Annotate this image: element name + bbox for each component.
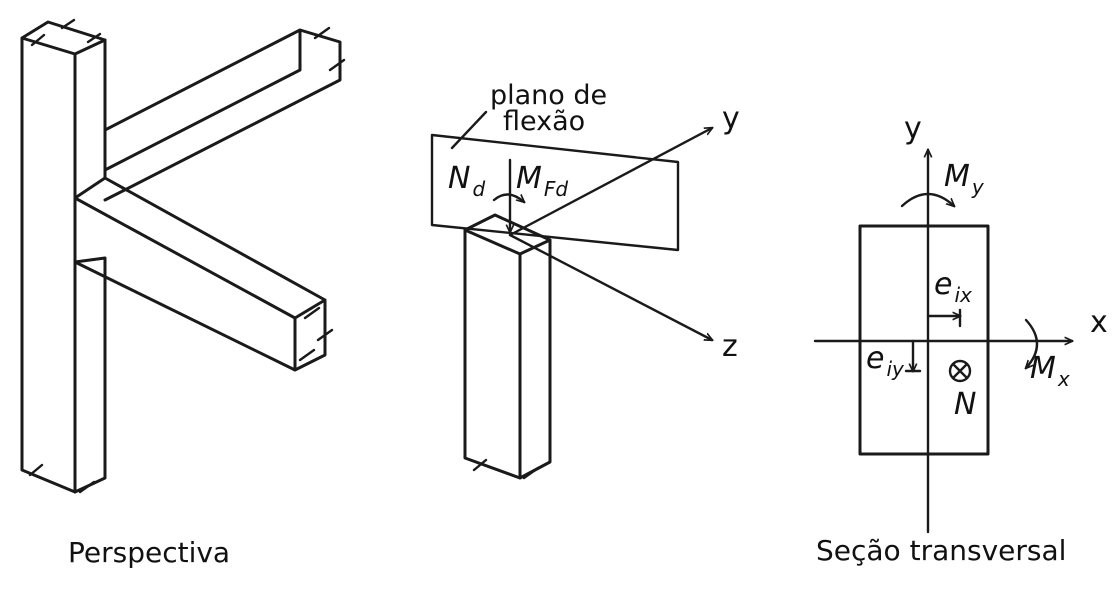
section-axis-y-label: y [904,111,922,146]
section-caption: Seção transversal [816,534,1066,567]
moment-y-curl [900,192,954,206]
plane-label-line1: plano de [490,80,607,111]
section-axis-x-label: x [1090,305,1108,340]
normal-force-into-page-icon [948,359,972,383]
axis-z-label: z [722,329,738,364]
column-side-face [73,256,107,494]
perspective-frame: Perspectiva [20,18,346,569]
perspective-caption: Perspectiva [68,536,230,569]
plane-leader [450,110,488,150]
beam-lower [73,176,327,372]
column-edge-upper [73,38,107,200]
break-mark [472,458,540,480]
column-front-face [20,36,77,494]
axis-z-arrow [508,233,712,340]
moment-curl [492,193,524,202]
axis-y-arrow [508,128,712,237]
detail-column [463,213,552,480]
plane-label-line2: flexão [503,106,585,137]
bending-plane [430,133,680,252]
beam-upper [103,28,342,202]
section-normal-force-label: N [954,387,976,422]
axis-y-label: y [722,101,740,136]
moment-x-curl [1026,318,1039,368]
break-mark [28,18,346,494]
